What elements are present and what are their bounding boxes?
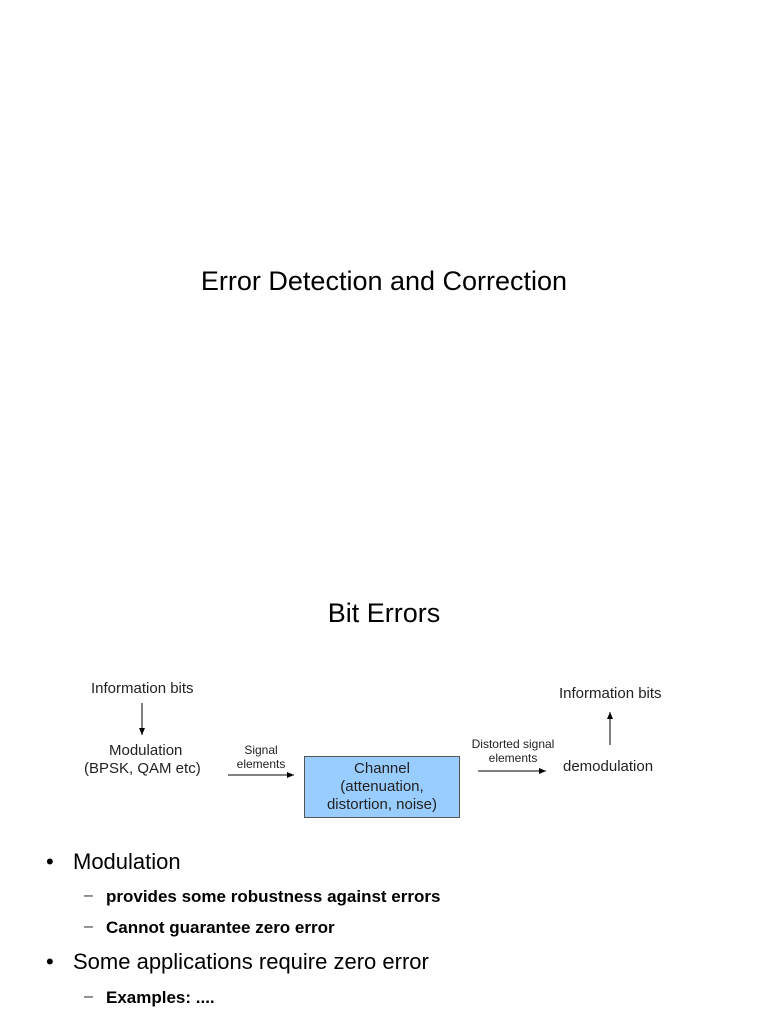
- bullet-marker: •: [46, 949, 54, 974]
- sub-bullet-robustness: provides some robustness against errors: [106, 887, 441, 906]
- distorted-signal-label: Distorted signal elements: [471, 737, 555, 765]
- signal-elements-label: Signal elements: [236, 743, 286, 771]
- info-bits-right-label: Information bits: [559, 685, 662, 702]
- slide-title-error-detection: Error Detection and Correction: [200, 266, 568, 296]
- sub-marker: –: [84, 988, 93, 1005]
- modulation-label: Modulation: [109, 742, 183, 759]
- bullet-marker: •: [46, 849, 54, 874]
- sub-marker: –: [84, 918, 93, 935]
- info-bits-left-label: Information bits: [91, 680, 194, 697]
- sub-bullet-zero-error: Cannot guarantee zero error: [106, 918, 335, 937]
- bullet-modulation: Modulation: [73, 849, 181, 874]
- sub-bullet-examples: Examples: ....: [106, 988, 215, 1007]
- demodulation-label: demodulation: [563, 758, 654, 775]
- modulation-types-label: (BPSK, QAM etc): [84, 760, 201, 777]
- bullet-applications: Some applications require zero error: [73, 949, 429, 974]
- channel-box: Channel (attenuation, distortion, noise): [304, 756, 460, 818]
- slide-title-bit-errors: Bit Errors: [327, 598, 441, 628]
- sub-marker: –: [84, 887, 93, 904]
